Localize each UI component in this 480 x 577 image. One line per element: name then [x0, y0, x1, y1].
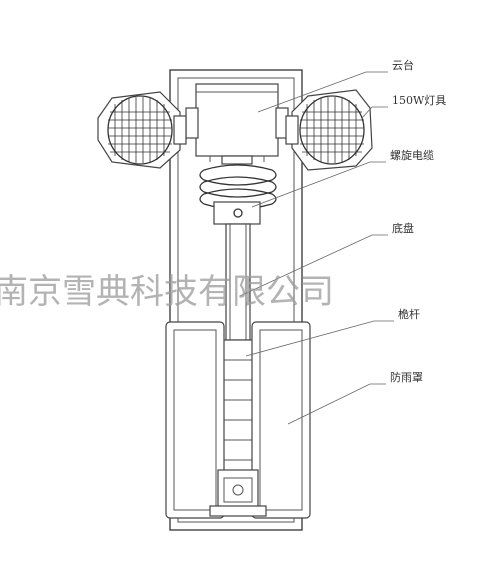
leader-chassis: [239, 234, 388, 297]
pan-tilt-head: [185, 83, 289, 165]
label-chassis: 底盘: [392, 221, 414, 235]
label-mast: 桅杆: [398, 307, 420, 321]
rain-cover-right: [251, 321, 311, 519]
back-plate-inner: [177, 77, 295, 523]
label-yuntai: 云台: [392, 58, 414, 72]
leader-mast: [245, 320, 394, 357]
chassis: [209, 469, 267, 517]
rain-cover-left: [165, 321, 225, 519]
watermark-text: 南京雪典科技有限公司: [0, 272, 334, 312]
right-lamp: [285, 89, 373, 171]
label-cable: 螺旋电缆: [390, 148, 434, 162]
label-cover: 防雨罩: [390, 370, 423, 384]
label-lamp: 150W灯具: [392, 94, 446, 107]
leader-yuntai: [257, 71, 388, 113]
leader-cover: [287, 383, 386, 425]
back-plate: [169, 69, 303, 531]
leader-cable: [251, 161, 386, 208]
spiral-cable: [199, 164, 277, 225]
mast: [221, 223, 255, 501]
leader-lamp: [361, 106, 388, 119]
left-lamp: [97, 91, 187, 169]
